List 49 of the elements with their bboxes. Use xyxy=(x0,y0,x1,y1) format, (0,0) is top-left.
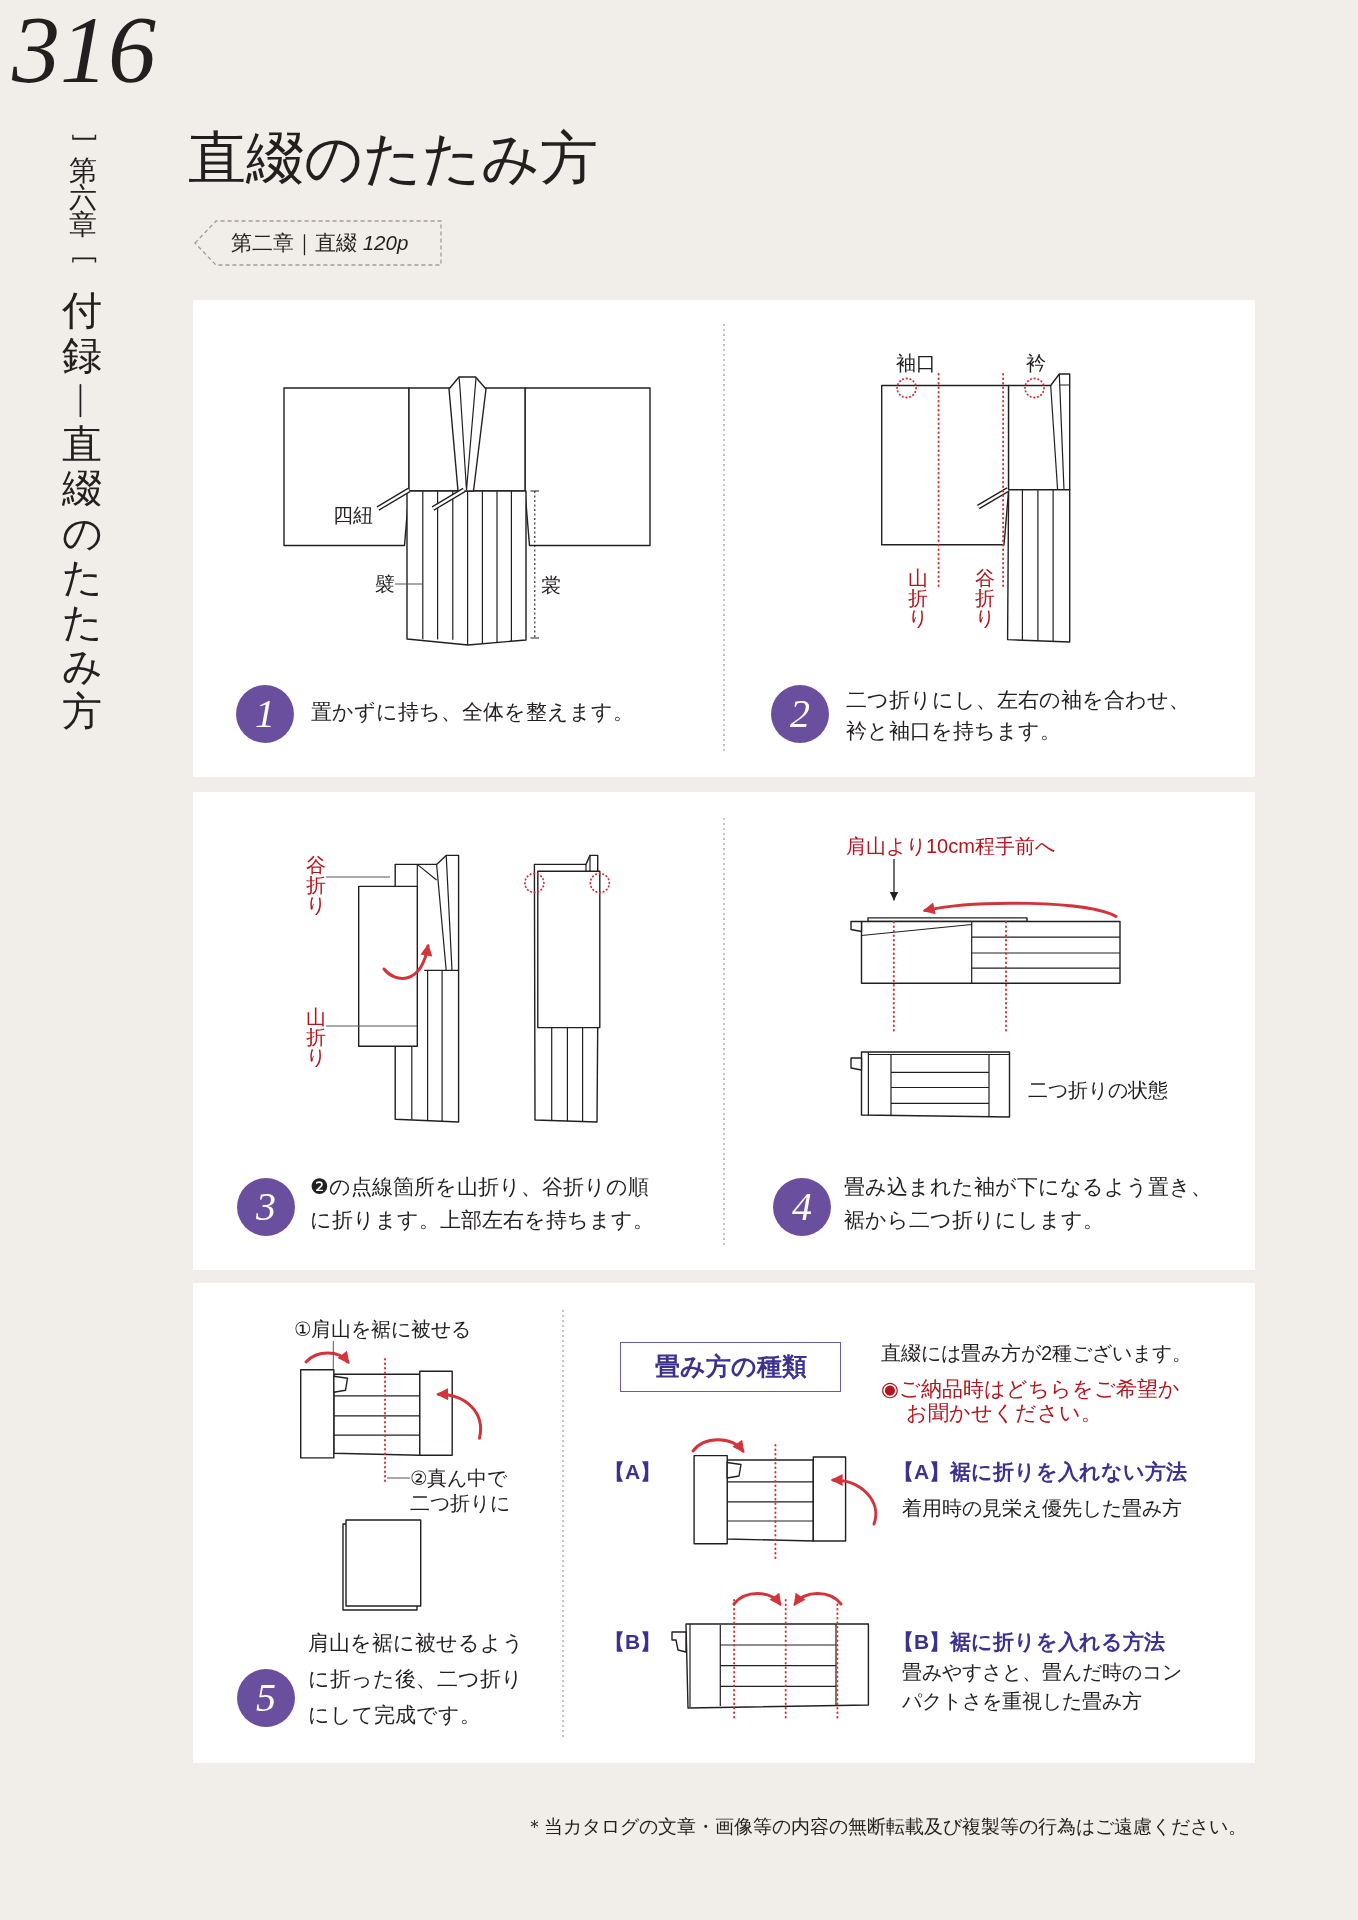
part-label: 四紐 xyxy=(333,503,373,527)
leader-line xyxy=(889,858,899,902)
heading-box: 畳み方の種類 xyxy=(620,1342,841,1392)
callout-label: 肩山より10cm程手前へ xyxy=(846,834,1055,859)
variant-description: 着用時の見栄え優先した畳み方 xyxy=(902,1496,1182,1520)
leader-line xyxy=(394,583,424,585)
step-instruction: 肩山を裾に被せるように折った後、二つ折りにして完成です。 xyxy=(308,1630,525,1728)
garment-drawing xyxy=(850,900,1122,984)
part-label: 裳 xyxy=(541,573,561,597)
step-instruction: 畳み込まれた袖が下になるよう置き、裾から二つ折りにします。 xyxy=(844,1174,1213,1233)
fold-label: 谷折り xyxy=(975,568,995,628)
request-note: ◉ご納品時はどちらをご希望かお聞かせください。 xyxy=(881,1377,1181,1425)
callout-label: 襞 xyxy=(375,572,395,596)
figure-caption: 二つ折りの状態 xyxy=(1028,1078,1168,1103)
leader-line xyxy=(325,1025,418,1027)
variant-description: 畳みやすさと、畳んだ時のコンパクトさを重視した畳み方 xyxy=(902,1660,1183,1714)
chapter-label: ﹇第六章﹈ xyxy=(69,130,97,265)
step-instruction: 二つ折りにし、左右の袖を合わせ、衿と袖口を持ちます。 xyxy=(846,687,1191,744)
leader-line xyxy=(325,876,391,878)
part-label: 衿 xyxy=(1026,351,1046,375)
garment-drawing xyxy=(299,1368,483,1459)
footer-note: ＊当カタログの文章・画像等の内容の無断転載及び複製等の行為はご遠慮ください。 xyxy=(525,1815,1247,1839)
fold-line xyxy=(383,1358,387,1485)
variant-heading: 【A】裾に折りを入れない方法 xyxy=(893,1459,1188,1485)
page-number: 316 xyxy=(12,0,156,100)
page-title: 直綴のたたみ方 xyxy=(188,125,598,193)
step-instruction: 置かずに持ち、全体を整えます。 xyxy=(311,699,634,725)
step-number: 1 xyxy=(236,685,294,743)
leader-line xyxy=(332,1340,334,1370)
panel xyxy=(193,1283,1255,1763)
panel xyxy=(193,792,1255,1270)
variant-heading: 【B】裾に折りを入れる方法 xyxy=(893,1629,1166,1655)
part-label: 袖口 xyxy=(896,351,936,375)
step-number: 4 xyxy=(773,1178,831,1236)
step-number: 2 xyxy=(771,685,829,743)
leader-line xyxy=(386,1477,411,1479)
variant-label: 【A】 xyxy=(604,1459,662,1485)
step-instruction: ❷の点線箇所を山折り、谷折りの順に折ります。上部左右を持ちます。 xyxy=(310,1174,655,1233)
callout-label: ①肩山を裾に被せる xyxy=(294,1318,472,1341)
fold-label: 山折り xyxy=(306,1007,326,1067)
callout-label: ②真ん中で二つ折りに xyxy=(410,1466,516,1516)
reference-tag: 第二章｜直綴 120p xyxy=(194,220,442,266)
fold-label: 山折り xyxy=(908,568,928,628)
step-number: 5 xyxy=(237,1669,295,1727)
fold-label: 谷折り xyxy=(306,855,326,915)
variant-label: 【B】 xyxy=(604,1629,662,1655)
note-text: 直綴には畳み方が2種ございます。 xyxy=(881,1341,1193,1366)
step-number: 3 xyxy=(237,1178,295,1236)
side-title: 付録︱直綴のたたみ方 xyxy=(62,289,102,734)
